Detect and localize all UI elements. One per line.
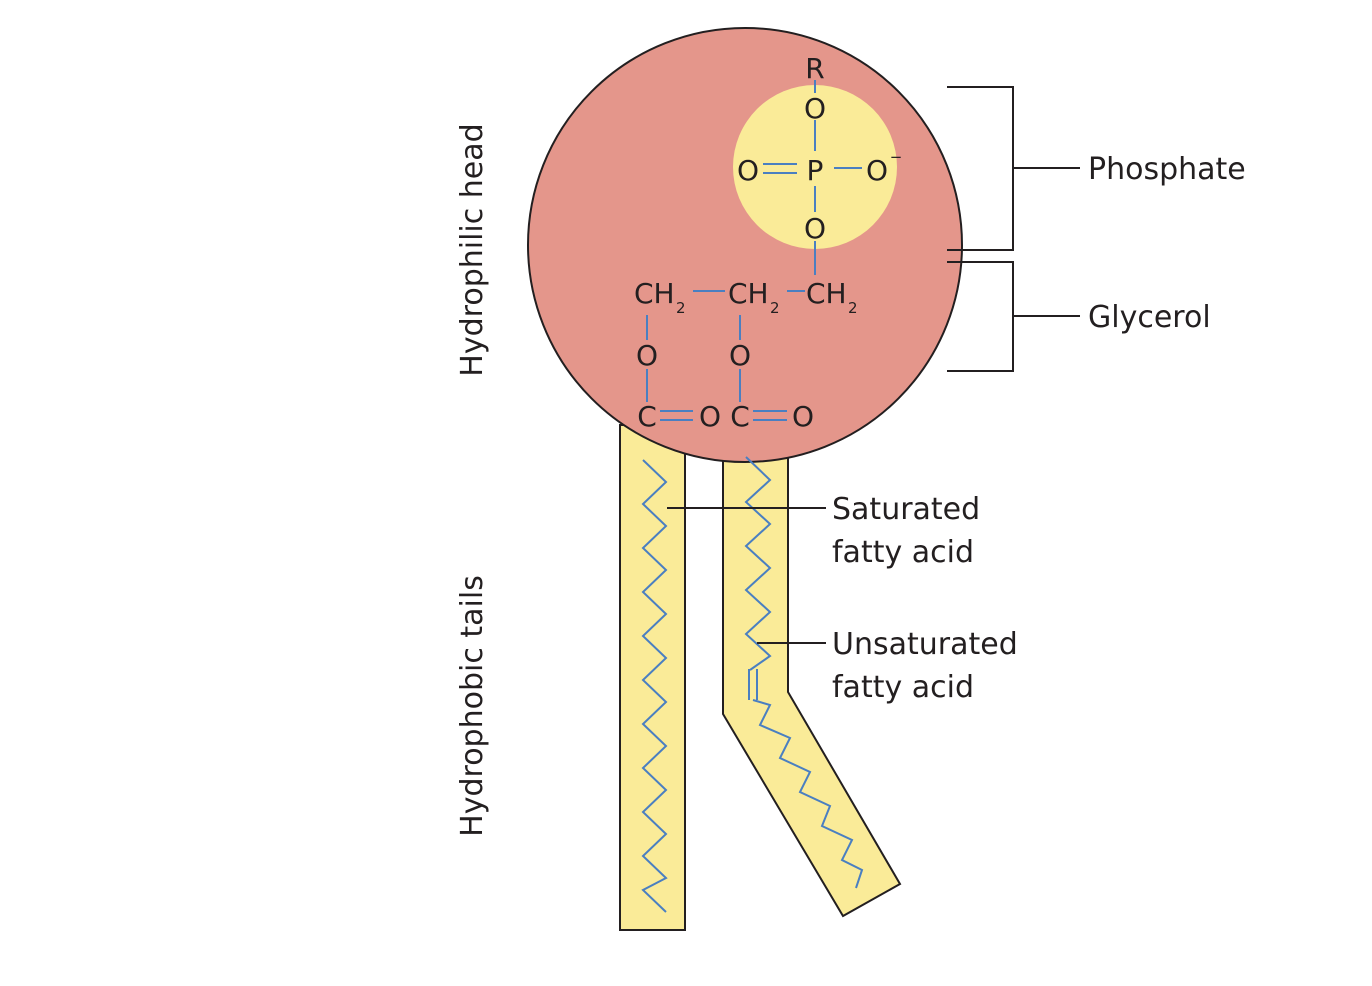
atom-c-right: C (730, 400, 750, 433)
unsaturated-label-line1: Unsaturated (832, 627, 1018, 662)
atom-ch2-left: CH (634, 277, 675, 310)
atom-ch2-right: CH (806, 277, 847, 310)
atom-o-carbonyl-left: O (699, 400, 721, 433)
unsaturated-label-line2: fatty acid (832, 670, 974, 705)
hydrophobic-tails-label: Hydrophobic tails (455, 575, 490, 837)
hydrophilic-head-label: Hydrophilic head (455, 123, 490, 376)
sub-2-right: 2 (848, 299, 858, 317)
hydrophilic-head-circle (527, 27, 963, 463)
atom-o-bottom: O (804, 212, 826, 245)
atom-o-double: O (737, 154, 759, 187)
glycerol-label: Glycerol (1088, 300, 1211, 335)
atom-p: P (807, 154, 824, 187)
atom-r: R (805, 52, 824, 85)
phosphate-label: Phosphate (1088, 152, 1246, 187)
atom-o-minus: O (866, 154, 888, 187)
unsaturated-chain-upper (744, 456, 772, 671)
saturated-chain (641, 459, 668, 913)
molecule-bonds (646, 80, 862, 421)
atom-o-carbonyl-right: O (792, 400, 814, 433)
atom-o-top: O (804, 92, 826, 125)
saturated-label-line2: fatty acid (832, 535, 974, 570)
unsaturated-chain-lower (752, 699, 864, 889)
atom-o-ester-right: O (729, 339, 751, 372)
saturated-tail (619, 424, 686, 931)
minus-charge: − (890, 148, 903, 166)
phosphate-circle (733, 85, 897, 249)
atom-o-ester-left: O (636, 339, 658, 372)
atom-ch2-middle: CH (728, 277, 769, 310)
sub-2-left: 2 (676, 299, 686, 317)
atom-c-left: C (637, 400, 657, 433)
saturated-label-line1: Saturated (832, 492, 980, 527)
sub-2-middle: 2 (770, 299, 780, 317)
